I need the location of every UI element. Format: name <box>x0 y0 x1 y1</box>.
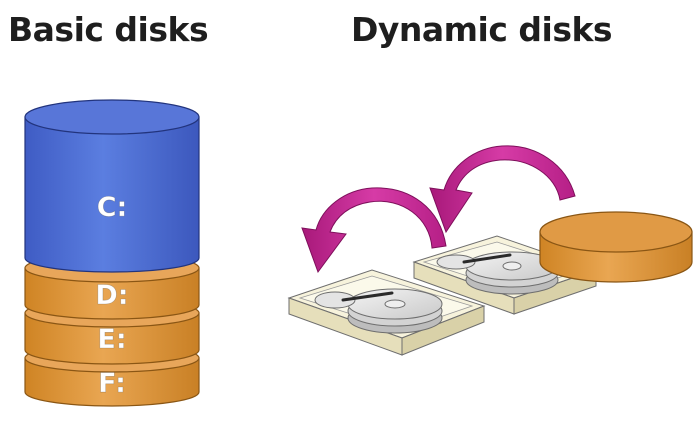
volume-c-label: C: <box>97 192 128 223</box>
orange-disk-icon <box>539 211 693 283</box>
volume-d-label: D: <box>95 280 128 311</box>
basic-disk-stack: C: D: E: F: <box>24 99 200 407</box>
volume-c <box>24 99 200 273</box>
dynamic-disks-title: Dynamic disks <box>351 10 613 49</box>
basic-disks-title: Basic disks <box>8 10 209 49</box>
hard-drive-icon <box>287 269 486 356</box>
volume-f-label: F: <box>98 368 126 399</box>
arrow-curved-icon <box>301 187 447 274</box>
arrow-curved-icon <box>429 145 576 234</box>
volume-e-label: E: <box>97 324 126 355</box>
